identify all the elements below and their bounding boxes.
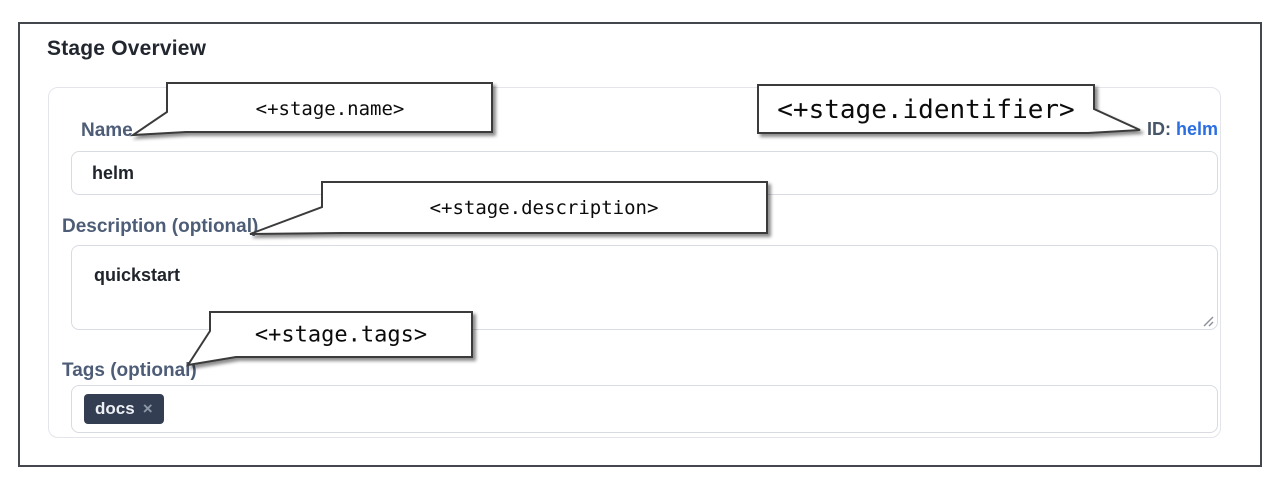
stage-id: ID:helm: [1147, 119, 1218, 140]
tags-label: Tags (optional): [62, 360, 197, 381]
description-textarea[interactable]: quickstart: [71, 245, 1218, 330]
id-value-link[interactable]: helm: [1175, 119, 1218, 139]
page-title: Stage Overview: [47, 37, 207, 60]
name-input[interactable]: [71, 151, 1218, 195]
tags-input[interactable]: docs ×: [71, 385, 1218, 433]
tag-chip: docs ×: [84, 394, 164, 424]
textarea-resize-handle[interactable]: [1201, 314, 1215, 328]
id-label: ID:: [1146, 119, 1171, 139]
name-label: Name: [81, 120, 133, 141]
tag-remove-icon[interactable]: ×: [142, 399, 153, 418]
description-label: Description (optional): [62, 216, 259, 237]
tag-chip-label: docs: [95, 399, 135, 418]
